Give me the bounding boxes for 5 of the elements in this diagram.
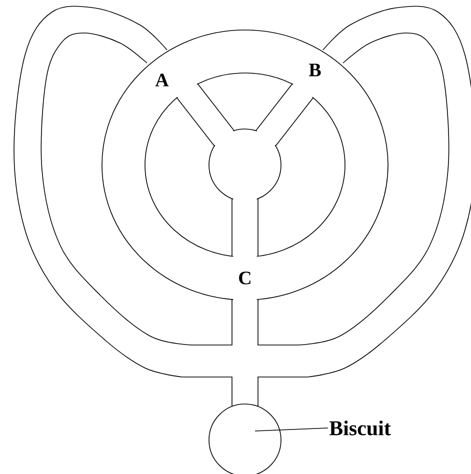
letter-label: B	[308, 64, 321, 76]
leader-line	[254, 428, 328, 432]
text-label: Biscuit	[329, 420, 391, 436]
letter-label: A	[155, 74, 169, 86]
letter-label: C	[239, 272, 250, 284]
